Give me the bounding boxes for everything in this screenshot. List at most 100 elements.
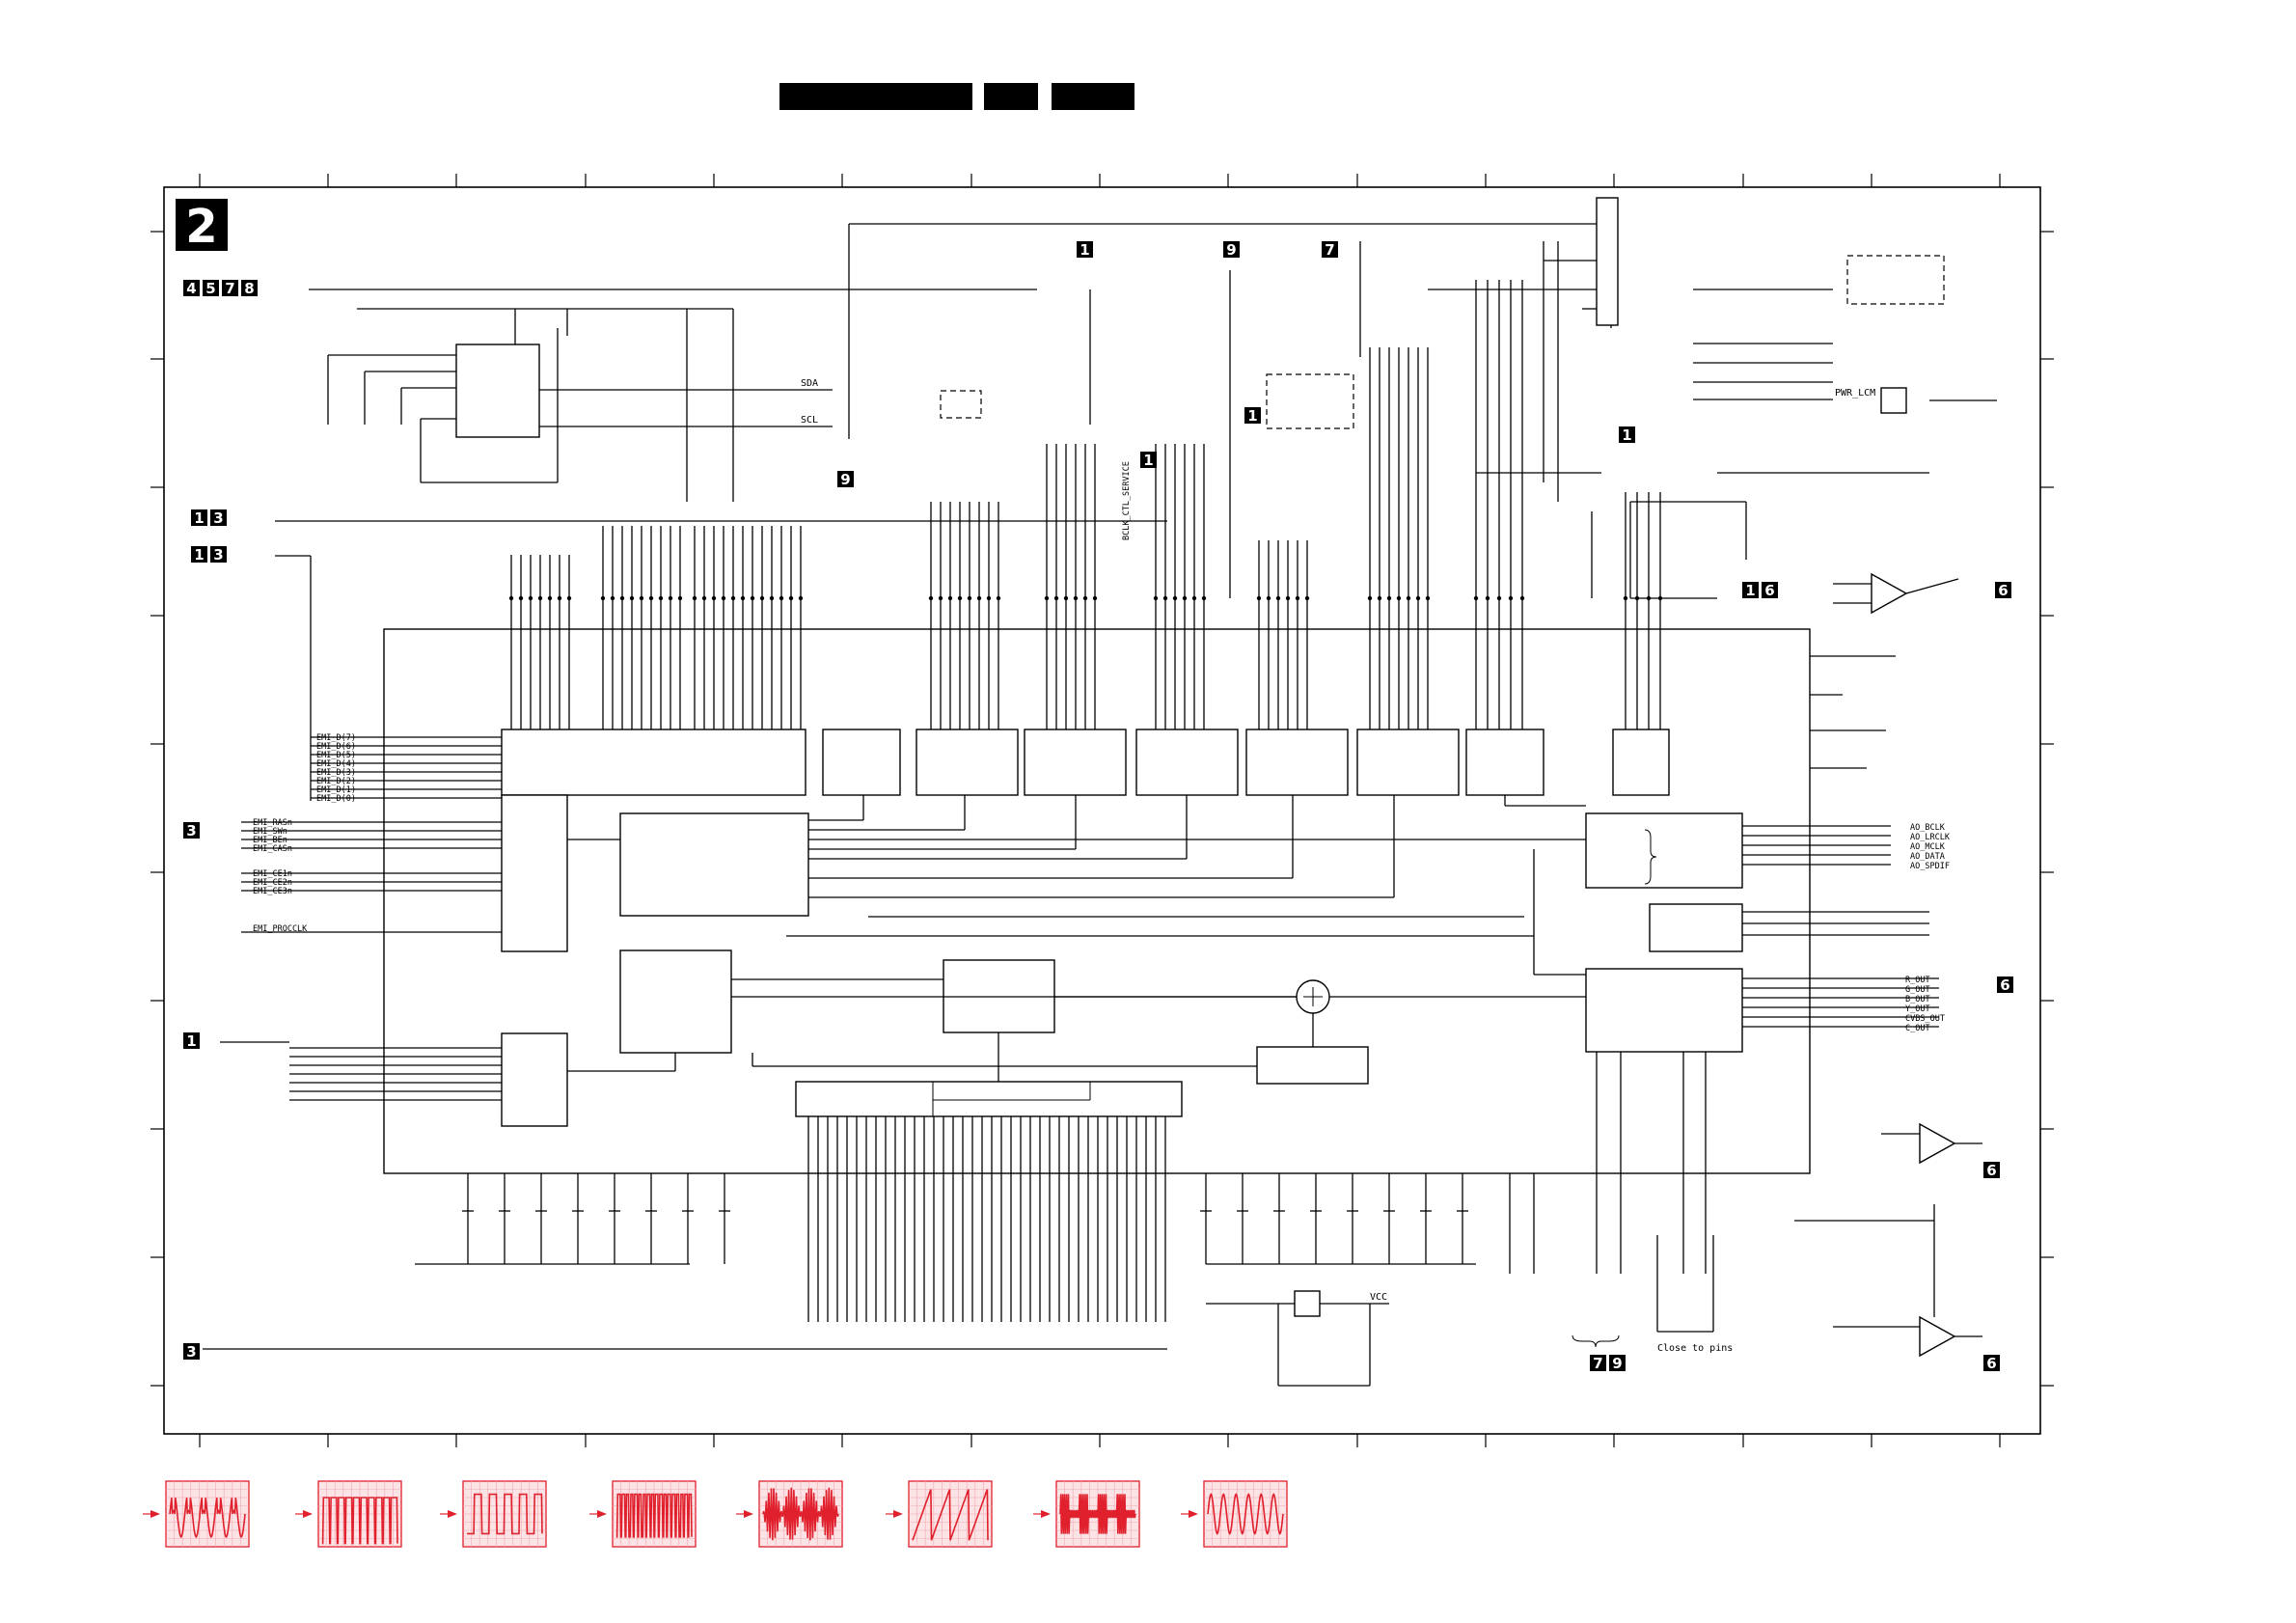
page-tag-number: 6 xyxy=(1764,582,1774,599)
page-tag-box xyxy=(1997,977,2013,993)
emi-data-label: EMI_D(3) xyxy=(316,768,356,778)
page-tag-number: 7 xyxy=(225,280,234,297)
scope-6 xyxy=(886,1480,993,1548)
eeprom-i2c-block: SDA SCL xyxy=(309,289,1037,502)
header-bars xyxy=(779,83,1134,110)
scope-8 xyxy=(1181,1480,1288,1548)
page-tag-number: 5 xyxy=(205,280,215,297)
emi-data-label: EMI_D(0) xyxy=(316,794,356,804)
emi-ce-label: EMI_CE1n xyxy=(253,869,292,879)
svg-text:VCC: VCC xyxy=(1370,1292,1387,1303)
svg-text:PWR_LCM: PWR_LCM xyxy=(1835,388,1875,399)
page-tag-number: 1 xyxy=(1622,426,1631,444)
page-tag-box xyxy=(1995,582,2011,598)
emi-procclk-label: EMI_PROCCLK xyxy=(253,924,308,934)
page-tag-box xyxy=(191,509,207,526)
svg-text:2: 2 xyxy=(185,200,217,254)
page-tag-box xyxy=(837,471,854,487)
page-tag-number: 1 xyxy=(1247,407,1257,425)
page-tag-box xyxy=(1619,426,1635,443)
emi-data-label: EMI_D(5) xyxy=(316,751,356,760)
page-tag-number: 6 xyxy=(1986,1162,1996,1179)
page-tag-number: 6 xyxy=(1998,582,2008,599)
audio-out-label: AO_MCLK xyxy=(1910,842,1946,852)
scope-5 xyxy=(736,1480,843,1548)
sheet-number-badge: 2 xyxy=(176,199,228,254)
power-regulator-block: PWR_LCM xyxy=(1693,255,1997,474)
close-to-pins-note: Close to pins xyxy=(1572,1235,1733,1354)
page-tag-number: 9 xyxy=(840,471,850,488)
video-out-label: C_OUT xyxy=(1905,1024,1930,1033)
emi-control-label: EMI_BEn xyxy=(253,836,287,845)
sheet-frame xyxy=(150,174,2054,1447)
scope-3 xyxy=(440,1480,547,1548)
bclk-label: BCLK_CTL_SERVICE xyxy=(1122,461,1132,540)
page-tag-box xyxy=(183,822,200,839)
audio-out-label: AO_SPDIF xyxy=(1910,862,1950,871)
page-tag-number: 3 xyxy=(186,822,196,839)
page-tag-number: 3 xyxy=(213,546,223,564)
page-tag-box xyxy=(210,546,227,563)
scope-1 xyxy=(143,1480,250,1548)
page-tag-number: 9 xyxy=(1226,241,1236,259)
emi-data-label: EMI_D(1) xyxy=(316,785,356,795)
page-tag-number: 6 xyxy=(1986,1355,1996,1372)
page-tag-number: 4 xyxy=(186,280,196,297)
video-out-label: G_OUT xyxy=(1905,985,1930,995)
bus-signal-labels: EMI_D(7)EMI_D(6)EMI_D(5)EMI_D(4)EMI_D(3)… xyxy=(253,461,1951,1033)
audio-out-label: AO_BCLK xyxy=(1910,823,1946,833)
page-tag-box xyxy=(1140,452,1157,468)
page-tag-box xyxy=(1322,241,1338,258)
audio-out-label: AO_DATA xyxy=(1910,852,1945,862)
page-tag-number: 1 xyxy=(194,546,204,564)
emi-control-label: EMI_CASn xyxy=(253,844,292,854)
page-tag-number: 3 xyxy=(186,1343,196,1361)
page-tag-number: 6 xyxy=(2000,977,2009,994)
page-tag-box xyxy=(183,1343,200,1360)
page-tag-number: 1 xyxy=(1080,241,1089,259)
page-tag-box xyxy=(1223,241,1240,258)
svg-text:SCL: SCL xyxy=(801,415,818,426)
page-tag-number: 9 xyxy=(1612,1355,1622,1372)
emi-control-label: EMI_SWn xyxy=(253,827,287,837)
page-tag-box xyxy=(1590,1355,1606,1371)
page-tag-box xyxy=(1983,1355,2000,1371)
page-tag-number: 7 xyxy=(1593,1355,1602,1372)
page-tag-number: 3 xyxy=(213,509,223,527)
page-tag-box xyxy=(241,280,258,296)
page-tag-box xyxy=(222,280,238,296)
page-tag-box xyxy=(1244,407,1261,424)
page-tag-number: 1 xyxy=(1745,582,1755,599)
page-tag-box xyxy=(1762,582,1778,598)
video-out-label: B_OUT xyxy=(1905,995,1930,1004)
scope-2 xyxy=(295,1480,402,1548)
scope-7 xyxy=(1033,1480,1140,1548)
svg-text:SDA: SDA xyxy=(801,378,818,389)
page-tag-number: 7 xyxy=(1325,241,1334,259)
video-out-label: R_OUT xyxy=(1905,976,1930,985)
page-tag-box xyxy=(1983,1162,2000,1178)
internal-blocks xyxy=(501,729,1743,1127)
emi-ce-label: EMI_CE3n xyxy=(253,887,292,896)
page-tag-box xyxy=(1742,582,1759,598)
audio-out-label: AO_LRCLK xyxy=(1910,833,1951,842)
emi-data-label: EMI_D(6) xyxy=(316,742,356,752)
page-tag-box xyxy=(191,546,207,563)
video-out-label: Y_OUT xyxy=(1905,1004,1930,1014)
page-tag-box xyxy=(210,509,227,526)
emi-ce-label: EMI_CE2n xyxy=(253,878,292,888)
page-tag-number: 8 xyxy=(244,280,254,297)
page-tag-box xyxy=(183,1032,200,1049)
output-amplifiers xyxy=(1794,572,1982,1358)
svg-text:Close to pins: Close to pins xyxy=(1657,1343,1733,1354)
page-tag-box xyxy=(183,280,200,296)
page-tag-box xyxy=(1077,241,1093,258)
emi-control-label: EMI_RASn xyxy=(253,818,292,828)
page-tag-number: 1 xyxy=(194,509,204,527)
vcc-regulator: VCC xyxy=(1206,1290,1389,1387)
page-tag-box xyxy=(1609,1355,1626,1371)
page-tag-number: 1 xyxy=(1143,452,1153,469)
page-tag-box xyxy=(203,280,219,296)
